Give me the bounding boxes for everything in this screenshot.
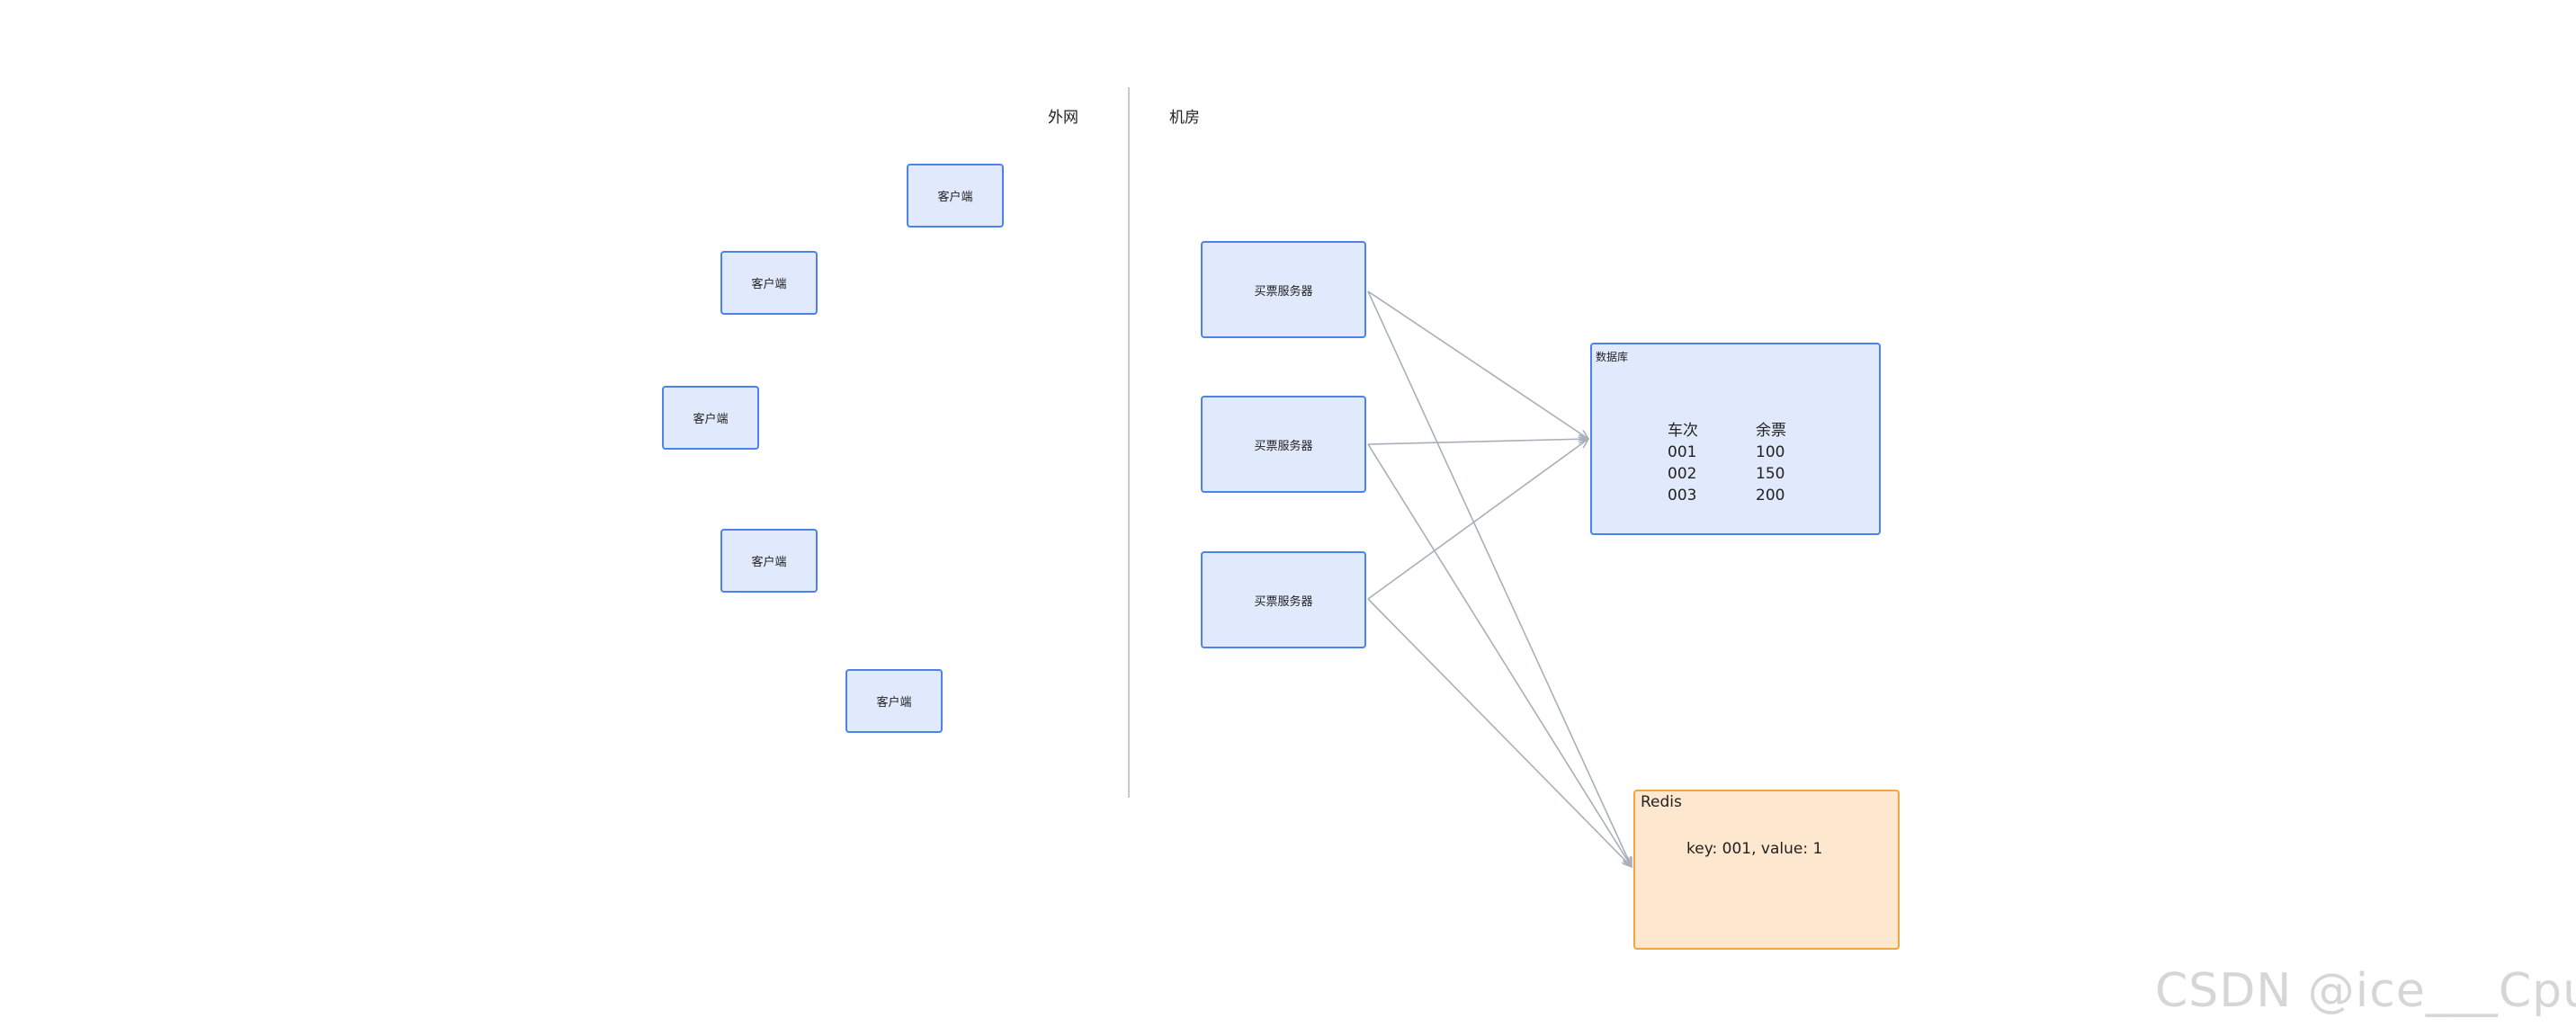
redis-node[interactable]: Redis key: 001, value: 1 [1633,790,1900,950]
zone-divider [1128,87,1130,798]
remaining-tickets-cell: 150 [1756,465,1785,483]
watermark: CSDN @ice___Cpu [2155,964,2576,1018]
redis-key-value: key: 001, value: 1 [1686,840,1823,858]
client-node[interactable]: 客户端 [662,386,759,450]
zone-label-external: 外网 [1048,109,1078,127]
edge-server3-redis [1367,598,1632,867]
table-header-row: 车次 余票 [1668,420,1786,442]
zone-label-datacenter: 机房 [1169,109,1200,127]
column-header-remaining: 余票 [1756,422,1786,440]
edge-server3-database [1367,439,1588,600]
client-node[interactable]: 客户端 [907,164,1004,228]
edge-server1-redis [1367,290,1632,867]
train-number-cell: 001 [1668,443,1697,461]
column-header-train: 车次 [1668,422,1698,440]
ticket-server-2[interactable]: 买票服务器 [1201,396,1366,493]
table-row: 001 100 [1668,442,1786,463]
remaining-tickets-cell: 100 [1756,443,1785,461]
client-node[interactable]: 客户端 [720,251,818,315]
database-node[interactable]: 数据库 车次 余票 001 100 002 150 003 200 [1590,343,1881,535]
remaining-tickets-cell: 200 [1756,487,1785,505]
ticket-table: 车次 余票 001 100 002 150 003 200 [1668,420,1786,506]
table-row: 002 150 [1668,463,1786,485]
database-title: 数据库 [1596,351,1629,363]
ticket-server-1[interactable]: 买票服务器 [1201,241,1366,338]
table-row: 003 200 [1668,485,1786,506]
client-node[interactable]: 客户端 [845,669,943,733]
ticket-server-3[interactable]: 买票服务器 [1201,551,1366,648]
edge-server1-database [1367,290,1588,439]
redis-title: Redis [1641,793,1682,811]
edge-server2-database [1367,439,1588,445]
train-number-cell: 003 [1668,487,1697,505]
train-number-cell: 002 [1668,465,1697,483]
client-node[interactable]: 客户端 [720,529,818,593]
edge-server2-redis [1367,443,1632,867]
